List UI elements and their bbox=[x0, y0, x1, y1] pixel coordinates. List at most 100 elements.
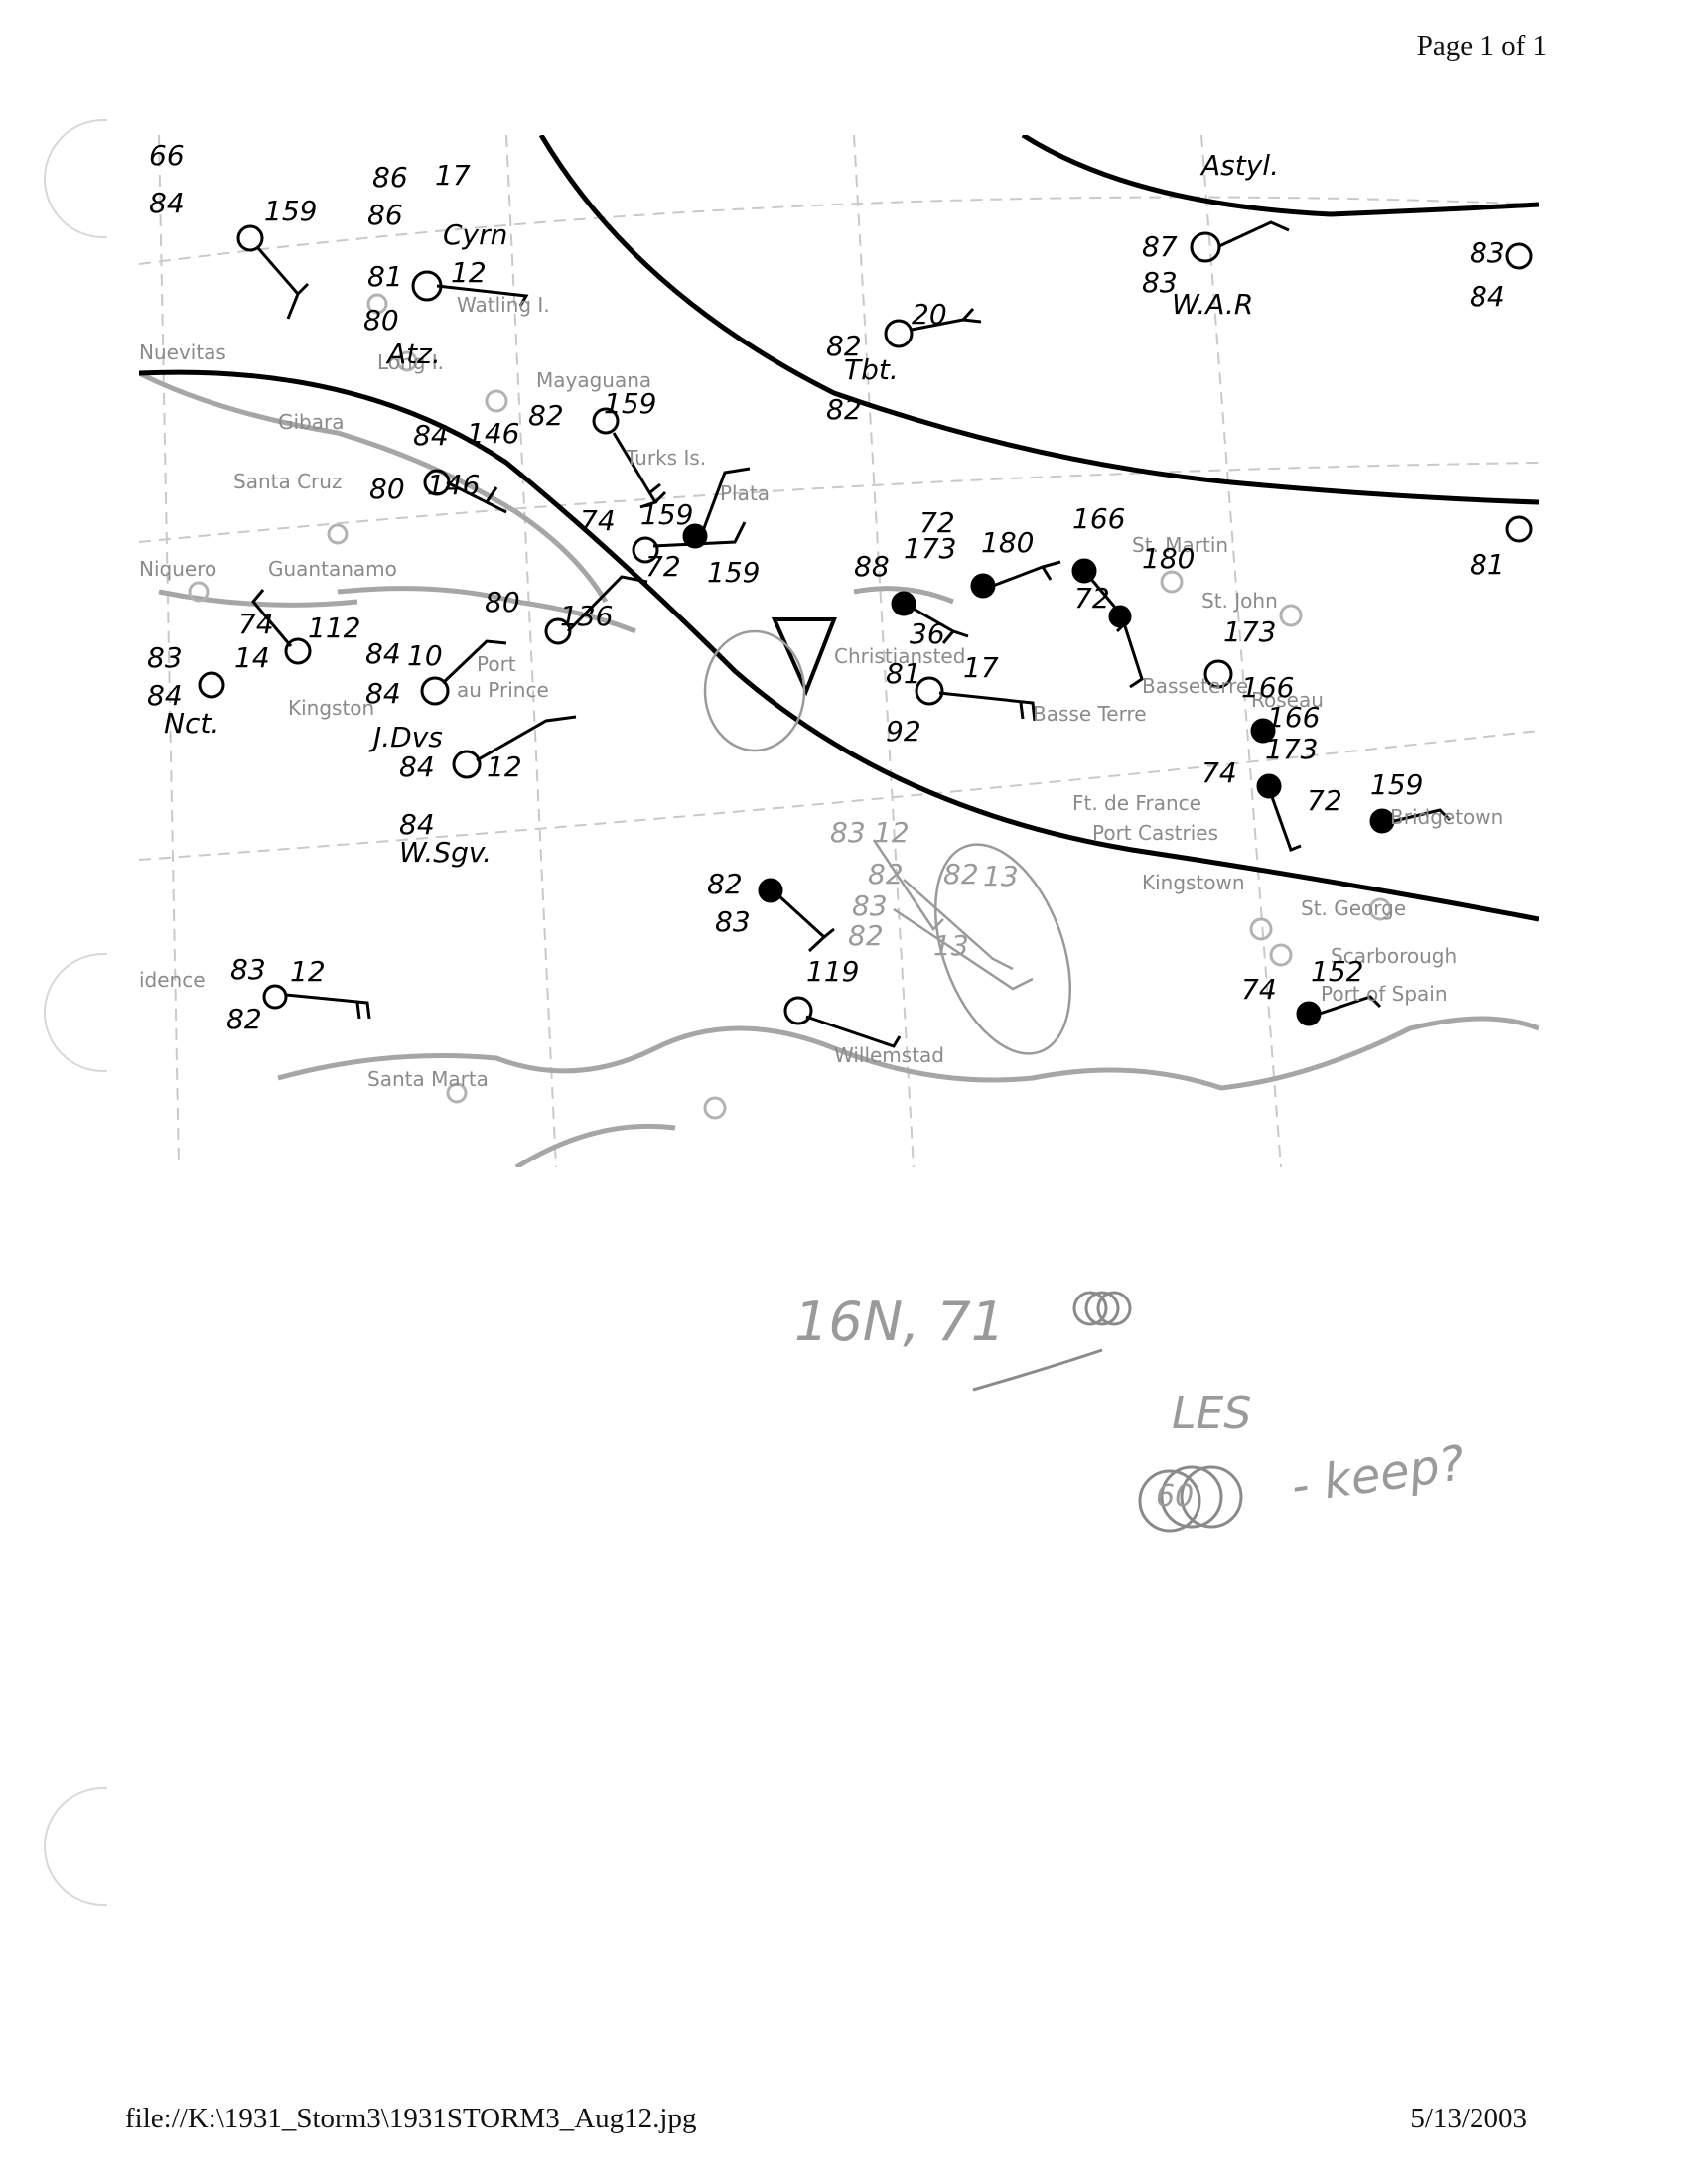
obs-value: 82 bbox=[826, 330, 862, 362]
obs-value: 83 bbox=[1142, 266, 1178, 299]
isobars bbox=[139, 135, 1539, 922]
obs-value: 86 bbox=[372, 161, 408, 194]
obs-value: 88 bbox=[854, 550, 890, 583]
obs-value: 74 bbox=[1241, 973, 1277, 1006]
place-label: Santa Cruz bbox=[233, 470, 342, 493]
place-label: Guantanamo bbox=[268, 557, 397, 581]
obs-value: 159 bbox=[1370, 768, 1423, 801]
obs-value: 87 bbox=[1142, 230, 1178, 263]
place-label: Turks Is. bbox=[625, 446, 706, 470]
station-circles bbox=[188, 293, 1392, 1120]
obs-value: 82 bbox=[707, 868, 743, 900]
obs-value: 146 bbox=[427, 469, 480, 501]
obs-value: 82 bbox=[528, 399, 564, 432]
obs-value: 146 bbox=[467, 417, 519, 450]
obs-value: 13 bbox=[983, 860, 1019, 892]
obs-value: 12 bbox=[487, 751, 522, 783]
obs-value: 72 bbox=[1307, 784, 1342, 817]
obs-value: 180 bbox=[1142, 542, 1195, 575]
place-label: Christiansted bbox=[834, 644, 965, 668]
place-label: Kingstown bbox=[1142, 871, 1245, 894]
handwritten-coordinates: 16N, 71 bbox=[794, 1291, 1006, 1353]
obs-value: 82 bbox=[848, 919, 884, 952]
place-labels: Gibara Guantanamo Niquero Kingston Port … bbox=[139, 293, 1503, 1091]
place-label: St. George bbox=[1301, 896, 1406, 920]
obs-value: 83 bbox=[852, 889, 888, 922]
obs-value: 84 bbox=[147, 679, 183, 712]
underline-stroke bbox=[972, 1348, 1103, 1392]
trough-symbol bbox=[771, 617, 837, 697]
station-code: Tbt. bbox=[844, 353, 899, 386]
obs-value: 84 bbox=[399, 751, 435, 783]
obs-value: 92 bbox=[886, 715, 921, 748]
place-label: idence bbox=[139, 968, 206, 992]
obs-value: 83 bbox=[715, 905, 751, 938]
obs-value: 17 bbox=[963, 651, 999, 684]
station-code: W.A.R bbox=[1172, 288, 1253, 321]
obs-value: 82 bbox=[868, 858, 904, 890]
obs-value: 83 bbox=[1470, 236, 1505, 269]
obs-value: 84 bbox=[413, 419, 449, 452]
obs-value: 74 bbox=[1201, 756, 1237, 789]
place-label: Kingston bbox=[288, 696, 374, 720]
obs-value: 180 bbox=[981, 526, 1034, 559]
station-code: J.Dvs bbox=[368, 721, 443, 753]
obs-value: 83 bbox=[830, 816, 866, 849]
obs-value: 166 bbox=[1267, 701, 1320, 734]
obs-value: 66 bbox=[149, 139, 185, 172]
station-code: Atz. bbox=[385, 338, 441, 370]
obs-value: 80 bbox=[363, 304, 399, 337]
obs-value: 80 bbox=[485, 586, 520, 618]
obs-value: 81 bbox=[886, 657, 921, 690]
obs-value: 36 bbox=[910, 617, 945, 650]
obs-value: 72 bbox=[919, 506, 955, 539]
obs-value: 74 bbox=[580, 504, 616, 537]
obs-value: 173 bbox=[904, 532, 956, 565]
obs-value: 12 bbox=[290, 955, 326, 988]
obs-value: 81 bbox=[1470, 548, 1505, 581]
weather-map: Gibara Guantanamo Niquero Kingston Port … bbox=[139, 135, 1539, 1167]
obs-value: 83 bbox=[147, 641, 183, 674]
place-label: Mayaguana bbox=[536, 368, 651, 392]
place-label: Niquero bbox=[139, 557, 216, 581]
obs-value: 166 bbox=[1241, 671, 1294, 704]
place-label: Port bbox=[477, 652, 516, 676]
obs-value: 72 bbox=[645, 550, 681, 583]
place-label: Ft. de France bbox=[1072, 791, 1201, 815]
obs-value: 82 bbox=[826, 393, 862, 426]
place-label: Nuevitas bbox=[139, 341, 226, 364]
map-grid bbox=[139, 135, 1539, 1167]
station-code: Nct. bbox=[164, 707, 219, 740]
place-label: au Prince bbox=[457, 678, 549, 702]
obs-value: 83 bbox=[230, 953, 266, 986]
page-number: Page 1 of 1 bbox=[1416, 30, 1547, 62]
obs-value: 82 bbox=[226, 1003, 262, 1035]
coastlines bbox=[139, 370, 1539, 1167]
place-label: Roseau bbox=[1251, 688, 1324, 712]
obs-value: 173 bbox=[1265, 733, 1318, 765]
handwritten-circled-value: 60 bbox=[1156, 1479, 1195, 1514]
station-codes: Cyrn Atz. J.Dvs W.Sgv. Nct. Tbt. W.A.R A… bbox=[164, 149, 1279, 869]
station-code: Astyl. bbox=[1199, 149, 1279, 182]
place-label: Port Castries bbox=[1092, 821, 1218, 845]
obs-value: 159 bbox=[604, 387, 656, 420]
obs-value: 166 bbox=[1072, 502, 1125, 535]
obs-value: 159 bbox=[640, 498, 693, 531]
place-label: Watling I. bbox=[457, 293, 550, 317]
place-label: Bridgetown bbox=[1390, 805, 1503, 829]
station-code: W.Sgv. bbox=[399, 836, 492, 869]
obs-value: 12 bbox=[451, 256, 487, 289]
obs-value: 159 bbox=[707, 556, 760, 589]
place-label: Santa Marta bbox=[367, 1067, 489, 1091]
station-code: Cyrn bbox=[443, 218, 507, 251]
obs-value: 17 bbox=[435, 159, 471, 192]
place-label: St. Martin bbox=[1132, 533, 1228, 557]
observation-values: 84 159 86 17 86 81 12 80 82 159 84 146 8… bbox=[147, 139, 1505, 1035]
obs-value: 84 bbox=[365, 637, 401, 670]
place-label: St. John bbox=[1201, 589, 1278, 613]
obs-value: 82 bbox=[943, 858, 979, 890]
print-date: 5/13/2003 bbox=[1410, 2103, 1527, 2134]
obs-value: 81 bbox=[367, 260, 403, 293]
obs-value: 84 bbox=[399, 808, 435, 841]
obs-value: 10 bbox=[407, 639, 443, 672]
